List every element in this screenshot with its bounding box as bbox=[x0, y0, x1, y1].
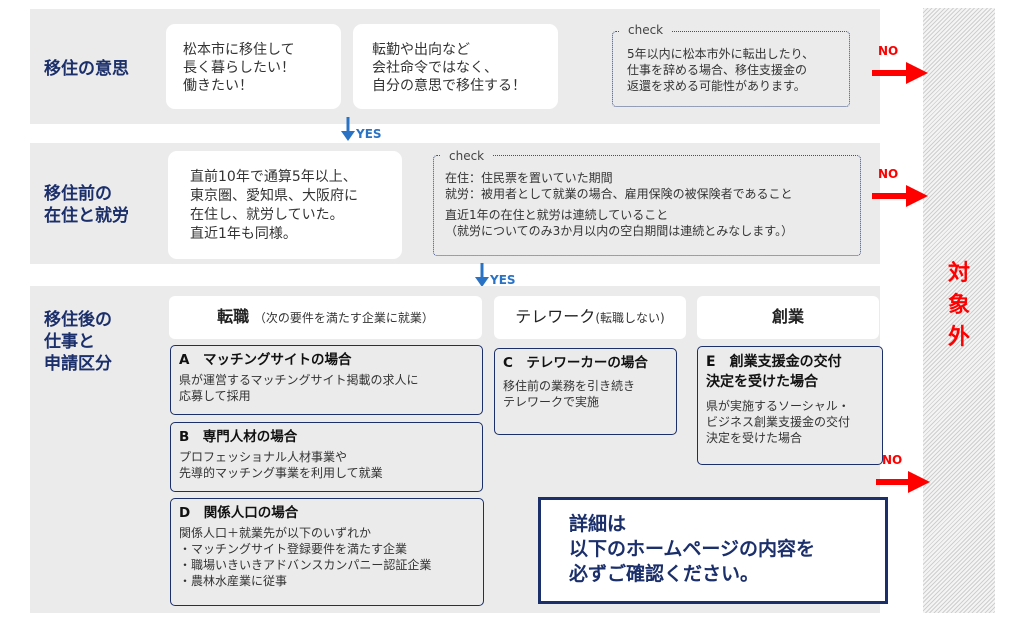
text-line: ・農林水産業に従事 bbox=[179, 574, 288, 588]
text-line: 働きたい！ bbox=[183, 78, 253, 94]
text-line: 応募して採用 bbox=[179, 389, 251, 403]
down-arrow-icon bbox=[341, 117, 355, 141]
card-d-related-population: D 関係人口の場合 関係人口＋就業先が以下のいずれか ・マッチングサイト登録要件… bbox=[170, 498, 484, 606]
text-line: 松本市に移住して bbox=[183, 42, 295, 58]
card-title: E 創業支援金の交付 決定を受けた場合 bbox=[706, 352, 874, 392]
header-main: テレワーク bbox=[515, 307, 596, 326]
detail-notice-box: 詳細は 以下のホームページの内容を 必ずご確認ください。 bbox=[538, 497, 888, 604]
title-line: 申請区分 bbox=[44, 354, 112, 374]
out-char-1: 対 bbox=[947, 261, 970, 286]
card-body: 県が実施するソーシャル・ ビジネス創業支援金の交付 決定を受けた場合 bbox=[706, 398, 874, 446]
text-line: E 創業支援金の交付 bbox=[706, 354, 842, 370]
right-arrow-icon bbox=[876, 471, 930, 493]
no-arrow-1: NO bbox=[872, 44, 930, 88]
card-title: D 関係人口の場合 bbox=[179, 505, 299, 521]
out-of-scope-column: 対 象 外 bbox=[923, 8, 995, 613]
title-line: 移住前の bbox=[44, 184, 112, 204]
card-title: C テレワーカーの場合 bbox=[503, 355, 648, 371]
text-line: 移住前の業務を引き続き bbox=[503, 379, 636, 393]
text-line: 決定を受けた場合 bbox=[706, 431, 803, 445]
title-line: 在住と就労 bbox=[44, 206, 129, 226]
header-telework: テレワーク(転職しない) bbox=[494, 296, 686, 339]
header-job-change: 転職 （次の要件を満たす企業に就業） bbox=[169, 296, 482, 339]
down-arrow-icon bbox=[475, 263, 489, 287]
text-line: テレワークで実施 bbox=[503, 395, 600, 409]
text-line: 在住し、就労していた。 bbox=[190, 207, 344, 223]
text-line: 直前10年で通算5年以上、 bbox=[190, 169, 357, 185]
text-line: （就労についてのみ3か月以内の空白期間は連続とみなします。） bbox=[445, 224, 794, 238]
card-body: プロフェッショナル人材事業や 先導的マッチング事業を利用して就業 bbox=[179, 449, 474, 481]
section-residence-title: 移住前の 在住と就労 bbox=[44, 183, 129, 227]
check-label: check bbox=[620, 22, 672, 38]
text-line: 長く暮らしたい！ bbox=[183, 60, 295, 76]
card-b-professional: B 専門人材の場合 プロフェッショナル人材事業や 先導的マッチング事業を利用して… bbox=[170, 422, 483, 492]
header-main: 創業 bbox=[771, 307, 804, 326]
out-of-scope-label: 対 象 外 bbox=[923, 258, 995, 354]
check-label: check bbox=[441, 148, 493, 164]
text-line: プロフェッショナル人材事業や bbox=[179, 450, 348, 464]
section-work-title: 移住後の 仕事と 申請区分 bbox=[44, 309, 112, 375]
text-line: ビジネス創業支援金の交付 bbox=[706, 415, 851, 429]
right-arrow-icon bbox=[872, 62, 928, 84]
out-char-2: 象 bbox=[947, 293, 970, 318]
intention-box-1: 松本市に移住して 長く暮らしたい！ 働きたい！ bbox=[166, 24, 341, 109]
header-sub: (転職しない) bbox=[595, 311, 665, 325]
text-line: 自分の意思で移住する！ bbox=[372, 78, 526, 94]
no-label: NO bbox=[878, 167, 899, 181]
text-line: 仕事を辞める場合、移住支援金の bbox=[627, 63, 808, 77]
residence-box: 直前10年で通算5年以上、 東京圏、愛知県、大阪府に 在住し、就労していた。 直… bbox=[168, 151, 402, 259]
text-line: 会社命令ではなく、 bbox=[372, 60, 498, 76]
text-line: 詳細は bbox=[569, 513, 627, 535]
text-line: 先導的マッチング事業を利用して就業 bbox=[179, 466, 383, 480]
text-line: 直近1年も同様。 bbox=[190, 226, 297, 242]
text-line: 県が実施するソーシャル・ bbox=[706, 399, 850, 413]
header-startup: 創業 bbox=[697, 296, 879, 339]
residence-check-box: 在住：住民票を置いていた期間 就労：被用者として就業の場合、雇用保険の被保険者で… bbox=[433, 155, 861, 256]
card-e-startup-support: E 創業支援金の交付 決定を受けた場合 県が実施するソーシャル・ ビジネス創業支… bbox=[697, 346, 883, 465]
text-line: 決定を受けた場合 bbox=[706, 374, 818, 390]
card-c-teleworker: C テレワーカーの場合 移住前の業務を引き続き テレワークで実施 bbox=[494, 348, 677, 435]
text-line: 転勤や出向など bbox=[372, 42, 470, 58]
no-arrow-2: NO bbox=[872, 167, 930, 211]
right-arrow-icon bbox=[872, 185, 928, 207]
out-char-3: 外 bbox=[947, 325, 970, 350]
no-arrow-3: NO bbox=[876, 453, 934, 497]
text-line: 5年以内に松本市外に転出したり、 bbox=[627, 47, 815, 61]
text-line: 直近1年の在住と就労は連続していること bbox=[445, 208, 669, 222]
text-line: ・職場いきいきアドバンスカンパニー認証企業 bbox=[179, 558, 432, 572]
text-line: 関係人口＋就業先が以下のいずれか bbox=[179, 526, 372, 540]
header-sub: （次の要件を満たす企業に就業） bbox=[253, 311, 434, 325]
intention-check-box: 5年以内に松本市外に転出したり、 仕事を辞める場合、移住支援金の 返還を求める可… bbox=[612, 31, 850, 107]
text-line: 必ずご確認ください。 bbox=[569, 563, 760, 585]
card-title: B 専門人材の場合 bbox=[179, 429, 298, 445]
text-line: 返還を求める可能性があります。 bbox=[627, 79, 806, 93]
text-line: 在住：住民票を置いていた期間 bbox=[445, 171, 613, 185]
title-line: 移住後の bbox=[44, 310, 112, 330]
title-line: 仕事と bbox=[44, 332, 95, 352]
section-intention-title: 移住の意思 bbox=[44, 59, 129, 79]
no-label: NO bbox=[882, 453, 903, 467]
header-main: 転職 bbox=[217, 307, 250, 326]
card-a-matching-site: A マッチングサイトの場合 県が運営するマッチングサイト掲載の求人に 応募して採… bbox=[170, 345, 483, 415]
text-line: 就労：被用者として就業の場合、雇用保険の被保険者であること bbox=[445, 187, 793, 201]
card-body: 関係人口＋就業先が以下のいずれか ・マッチングサイト登録要件を満たす企業 ・職場… bbox=[179, 525, 475, 589]
text-line: ・マッチングサイト登録要件を満たす企業 bbox=[179, 542, 408, 556]
card-body: 県が運営するマッチングサイト掲載の求人に 応募して採用 bbox=[179, 372, 474, 404]
text-line: 東京圏、愛知県、大阪府に bbox=[190, 188, 358, 204]
text-line: 県が運営するマッチングサイト掲載の求人に bbox=[179, 373, 419, 387]
yes-label: YES bbox=[356, 127, 382, 141]
intention-box-2: 転勤や出向など 会社命令ではなく、 自分の意思で移住する！ bbox=[353, 24, 558, 109]
yes-label: YES bbox=[490, 273, 516, 287]
text-line: 以下のホームページの内容を bbox=[569, 538, 816, 560]
card-body: 移住前の業務を引き続き テレワークで実施 bbox=[503, 378, 668, 410]
card-title: A マッチングサイトの場合 bbox=[179, 352, 352, 368]
no-label: NO bbox=[878, 44, 899, 58]
